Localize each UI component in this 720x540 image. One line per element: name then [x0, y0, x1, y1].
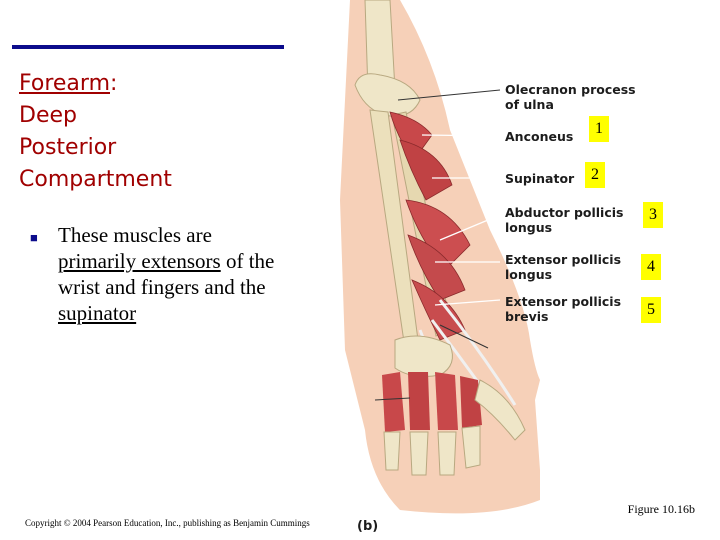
- label-ext-brevis-line2: brevis: [505, 309, 549, 324]
- tendon-1: [438, 299, 517, 406]
- label-abductor-line2: longus: [505, 220, 553, 235]
- extensor-pollicis-brevis-muscle: [411, 279, 466, 341]
- label-abductor-pollicis-longus: Abductor pollicis longus: [505, 205, 623, 235]
- bullet-square-icon: ■: [30, 230, 38, 245]
- label-ext-longus-line2: longus: [505, 267, 553, 282]
- finger-2: [409, 431, 429, 476]
- label-olecranon: Olecranon process of ulna: [505, 82, 636, 112]
- slide-title: Forearm: Deep Posterior Compartment: [19, 68, 172, 196]
- number-box-5: 5: [641, 297, 661, 323]
- label-ext-brevis-line1: Extensor pollicis: [505, 294, 622, 309]
- leader-line-extensor-brevis: [434, 299, 501, 306]
- wrist-bones: [394, 335, 453, 377]
- finger-3: [437, 431, 457, 476]
- label-olecranon-line1: Olecranon process: [505, 82, 636, 97]
- label-extensor-pollicis-brevis: Extensor pollicis brevis: [505, 294, 621, 324]
- extra-line-1: [439, 324, 489, 349]
- extensor-pollicis-longus-muscle: [407, 234, 466, 301]
- title-forearm: Forearm: [19, 71, 110, 96]
- hand-muscle-4: [460, 376, 482, 428]
- finger-4: [461, 425, 481, 469]
- bullet-point: ■ These muscles are primarily extensors …: [30, 222, 290, 326]
- label-ext-longus-line1: Extensor pollicis: [505, 252, 622, 267]
- leader-line-olecranon: [397, 89, 501, 101]
- label-olecranon-line2: of ulna: [505, 97, 554, 112]
- leader-line-abductor: [439, 214, 501, 241]
- hand-muscle-1: [382, 372, 405, 432]
- supinator-muscle: [399, 139, 453, 201]
- title-line-2: Deep: [19, 103, 77, 128]
- abductor-pollicis-longus-muscle: [405, 199, 471, 271]
- number-box-1: 1: [589, 116, 609, 142]
- title-rule: [12, 45, 284, 49]
- label-extensor-pollicis-longus: Extensor pollicis longus: [505, 252, 621, 282]
- title-line-3: Posterior: [19, 135, 117, 160]
- thumb: [474, 379, 526, 441]
- title-line-4: Compartment: [19, 167, 172, 192]
- figure-caption: Figure 10.16b: [627, 502, 695, 516]
- hand-muscle-3: [435, 372, 458, 430]
- copyright-notice: Copyright © 2004 Pearson Education, Inc.…: [25, 518, 310, 528]
- panel-label: (b): [357, 519, 379, 534]
- number-box-2: 2: [585, 162, 605, 188]
- bullet-text-supinator: supinator: [58, 301, 137, 325]
- bullet-text-extensors: primarily extensors: [58, 249, 221, 273]
- extra-line-2: [374, 397, 411, 401]
- finger-1: [383, 431, 401, 471]
- bullet-text-part1: These muscles are: [58, 223, 212, 247]
- forearm-illustration: [340, 0, 540, 514]
- label-supinator: Supinator: [505, 171, 575, 186]
- number-box-4: 4: [641, 254, 661, 280]
- label-abductor-line1: Abductor pollicis: [505, 205, 624, 220]
- label-anconeus: Anconeus: [505, 129, 574, 144]
- hand-muscle-2: [408, 372, 430, 430]
- number-box-3: 3: [643, 202, 663, 228]
- title-colon: :: [110, 71, 118, 96]
- leader-line-anconeus: [421, 134, 501, 137]
- bullet-text: These muscles are primarily extensors of…: [58, 222, 290, 326]
- bullet-text-part3: of the wrist and fingers and the: [58, 249, 275, 299]
